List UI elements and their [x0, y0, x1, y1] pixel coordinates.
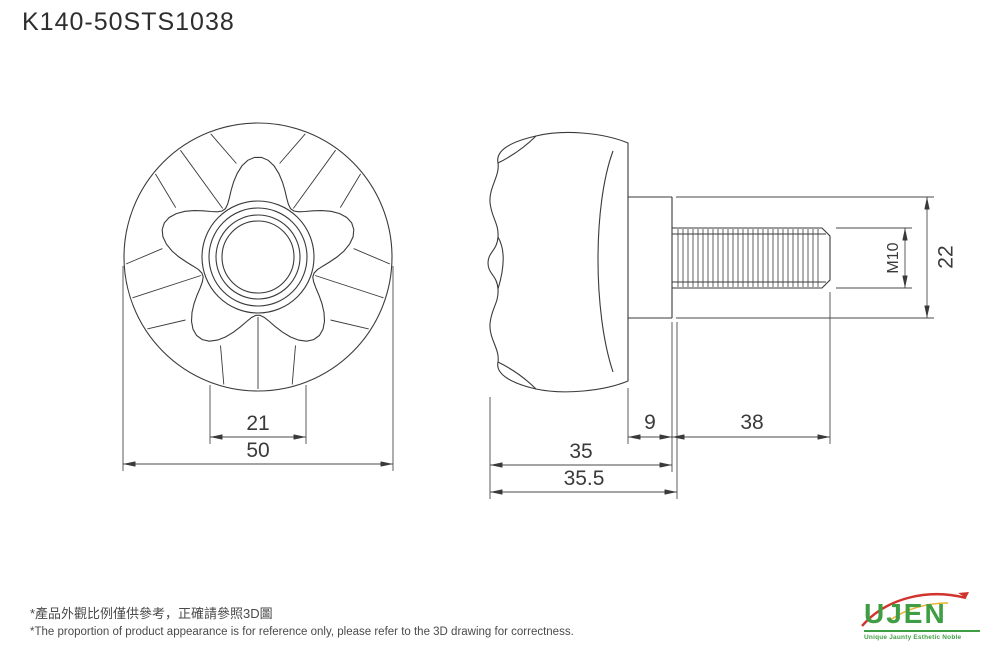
hub-circle-2 — [208, 207, 308, 307]
knob-contour-mid — [497, 236, 504, 290]
knob-grip-lines — [126, 133, 390, 389]
dimensions: 21 50 9 38 35 35.5 M10 22 — [122, 196, 958, 499]
dim-collar-diameter: 22 — [935, 245, 958, 268]
hub-circle-4 — [221, 220, 295, 294]
front-view — [123, 122, 393, 392]
logo-name: UJEN — [864, 598, 947, 629]
hub-circle-1 — [201, 200, 315, 314]
dim-hub-diameter: 21 — [246, 412, 269, 435]
thread-crest-lines — [677, 229, 819, 287]
knob-side-outline — [487, 131, 629, 393]
dim-thread-length: 38 — [740, 411, 763, 434]
thread-outline — [672, 227, 831, 289]
dim-overall-length: 35.5 — [564, 467, 605, 490]
knob-outer-circle — [123, 122, 393, 392]
ujen-logo: UJEN Unique Jaunty Esthetic Noble — [861, 592, 980, 641]
thread-spec-label: M10 — [885, 242, 902, 273]
hub-circle-3 — [215, 214, 301, 300]
dim-outer-diameter: 50 — [246, 439, 269, 462]
note-chinese: *產品外觀比例僅供參考，正確請參照3D圖 — [30, 606, 273, 621]
knob-contour-bottom — [497, 361, 537, 390]
knob-lobe-outline — [161, 156, 355, 342]
knob-contour-top — [497, 135, 537, 164]
dim-body-length: 35 — [569, 440, 592, 463]
knob-face-arc — [597, 150, 614, 373]
dim-neck-length: 9 — [644, 411, 656, 434]
side-view — [487, 131, 831, 393]
part-number-title: K140-50STS1038 — [22, 8, 235, 36]
note-english: *The proportion of product appearance is… — [30, 626, 574, 638]
footer-notes: *產品外觀比例僅供參考，正確請參照3D圖 *The proportion of … — [30, 603, 574, 638]
logo-tagline: Unique Jaunty Esthetic Noble — [864, 630, 980, 641]
